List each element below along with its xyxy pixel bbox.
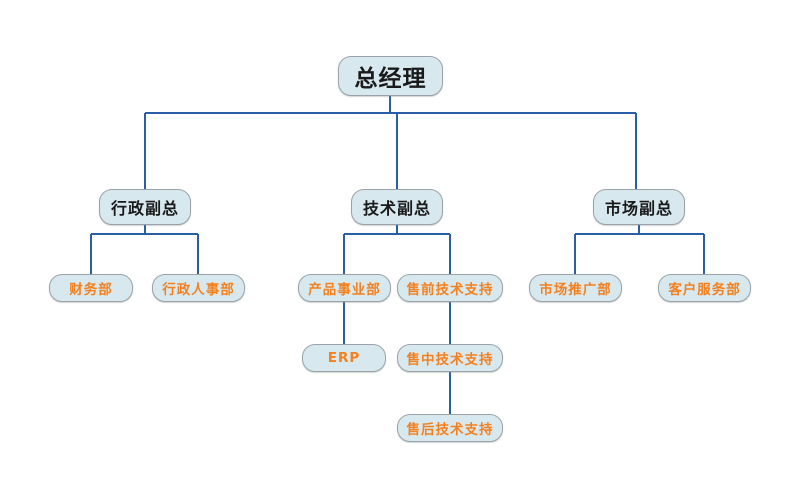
org-node-product[interactable]: 产品事业部 [298,274,391,302]
org-node-label: 客户服务部 [668,282,741,298]
org-node-label: 售后技术支持 [406,422,494,438]
org-node-label: 财务部 [69,282,113,298]
org-node-label: ERP [327,350,361,366]
org-node-vp_admin[interactable]: 行政副总 [99,189,191,225]
org-node-label: 售前技术支持 [406,282,494,298]
org-node-label: 售中技术支持 [406,352,494,368]
org-node-erp[interactable]: ERP [302,344,386,372]
org-node-admin_hr[interactable]: 行政人事部 [152,274,245,302]
org-node-label: 市场推广部 [539,282,612,298]
org-node-aftersales[interactable]: 售后技术支持 [397,414,503,442]
org-node-presales[interactable]: 售前技术支持 [397,274,503,302]
org-node-gm[interactable]: 总经理 [338,56,443,96]
org-node-label: 市场副总 [604,199,673,218]
org-node-mkt_promo[interactable]: 市场推广部 [529,274,622,302]
org-node-insales[interactable]: 售中技术支持 [397,344,503,372]
org-node-label: 技术副总 [362,199,431,218]
org-node-vp_tech[interactable]: 技术副总 [351,189,443,225]
org-node-finance[interactable]: 财务部 [49,274,133,302]
org-node-customer[interactable]: 客户服务部 [658,274,751,302]
org-node-label: 产品事业部 [308,282,381,298]
org-node-vp_market[interactable]: 市场副总 [593,189,685,225]
org-node-label: 行政副总 [110,199,179,218]
org-node-label: 行政人事部 [162,282,235,298]
org-node-label: 总经理 [354,66,427,92]
